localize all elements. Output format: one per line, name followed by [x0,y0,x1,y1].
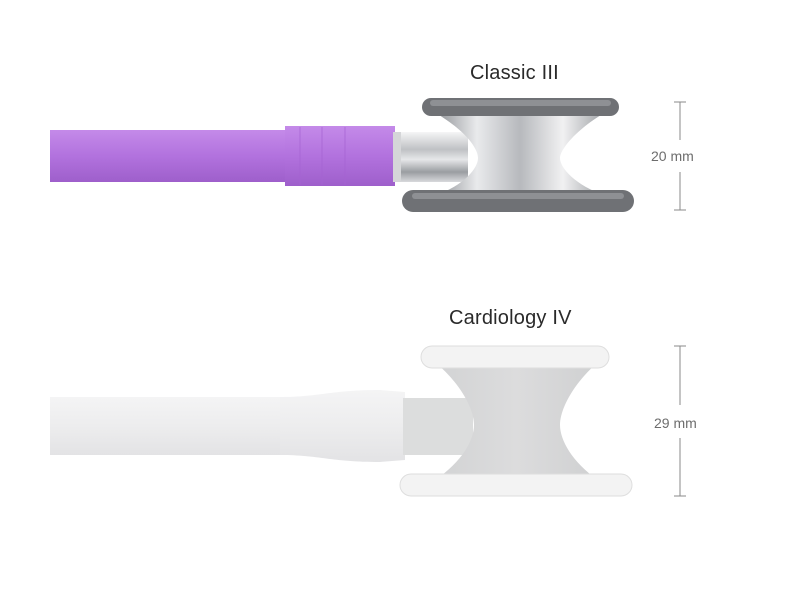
cardiology-iv-stethoscope [50,345,633,497]
cardiology-iv-top-rim [420,345,610,369]
classic-iii-dimension-bar [674,101,686,211]
cardiology-iv-tube-sleeve [280,390,405,462]
cardiology-iv-stem [403,398,473,455]
dimension-label-classic-iii: 20 mm [651,148,694,164]
classic-iii-tube-sleeve [285,126,395,186]
product-title-classic-iii: Classic III [470,62,559,84]
cardiology-iv-dimension-bar [674,345,686,497]
cardiology-iv-bottom-rim [399,473,633,497]
classic-iii-stethoscope [50,98,634,212]
classic-iii-chestpiece [434,112,606,196]
cardiology-iv-chestpiece [435,362,598,480]
cardiology-iv-tube [50,397,310,455]
dimension-label-cardiology-iv: 29 mm [654,415,697,431]
classic-iii-stem [393,132,468,182]
product-title-cardiology-iv: Cardiology IV [449,307,572,329]
